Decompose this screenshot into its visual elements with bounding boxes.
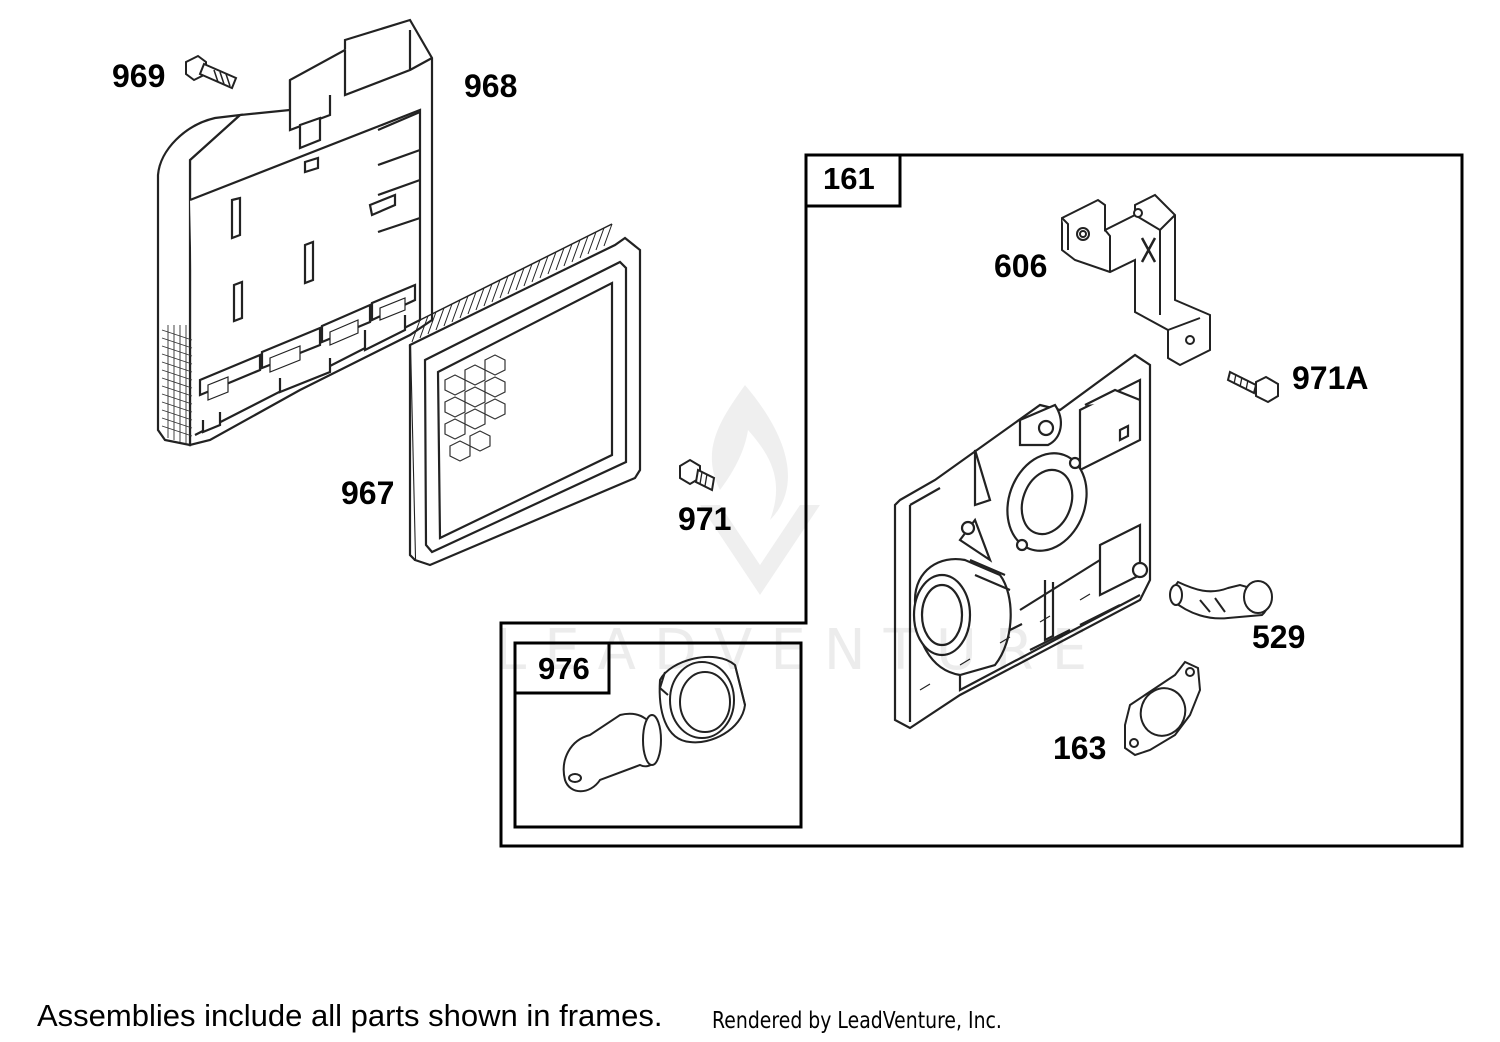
bolt-969-drawing [185,54,238,90]
part-label-969: 969 [112,58,166,94]
frame-976-outline [513,641,803,829]
gasket-163-drawing [1124,660,1202,757]
filter-element-pleats [411,223,613,343]
part-label-971: 971 [678,501,732,537]
air-cleaner-cover-968-drawing [156,18,434,447]
air-cleaner-base-161-drawing [893,353,1152,730]
part-label-606: 606 [994,248,1048,284]
part-label-529: 529 [1252,619,1306,655]
frame-161-label-box [804,153,902,208]
bracket-606-drawing [1061,193,1211,367]
frame-976-label-box [513,641,611,695]
part-label-971a: 971A [1292,360,1369,396]
frame-label-161: 161 [823,161,875,196]
assemblies-note: Assemblies include all parts shown in fr… [37,998,663,1033]
watermark-text: LEADVENTURE [495,618,1106,683]
rendered-by-credit: Rendered by LeadVenture, Inc. [712,1008,1002,1034]
watermark-logo [700,385,820,595]
part-label-163: 163 [1053,730,1107,766]
part-label-967: 967 [341,475,395,511]
bolt-971a-drawing [1226,370,1279,404]
frame-label-976: 976 [538,651,590,686]
filter-element-screen [444,354,506,462]
screw-971-drawing [679,458,716,492]
air-cleaner-cover-grille [161,325,193,444]
frame-161-outline [499,153,1464,848]
filter-element-967-drawing [408,236,642,567]
precleaner-kit-976-drawing [562,655,747,793]
part-label-968: 968 [464,68,518,104]
elbow-tube-529-drawing [1169,580,1273,620]
